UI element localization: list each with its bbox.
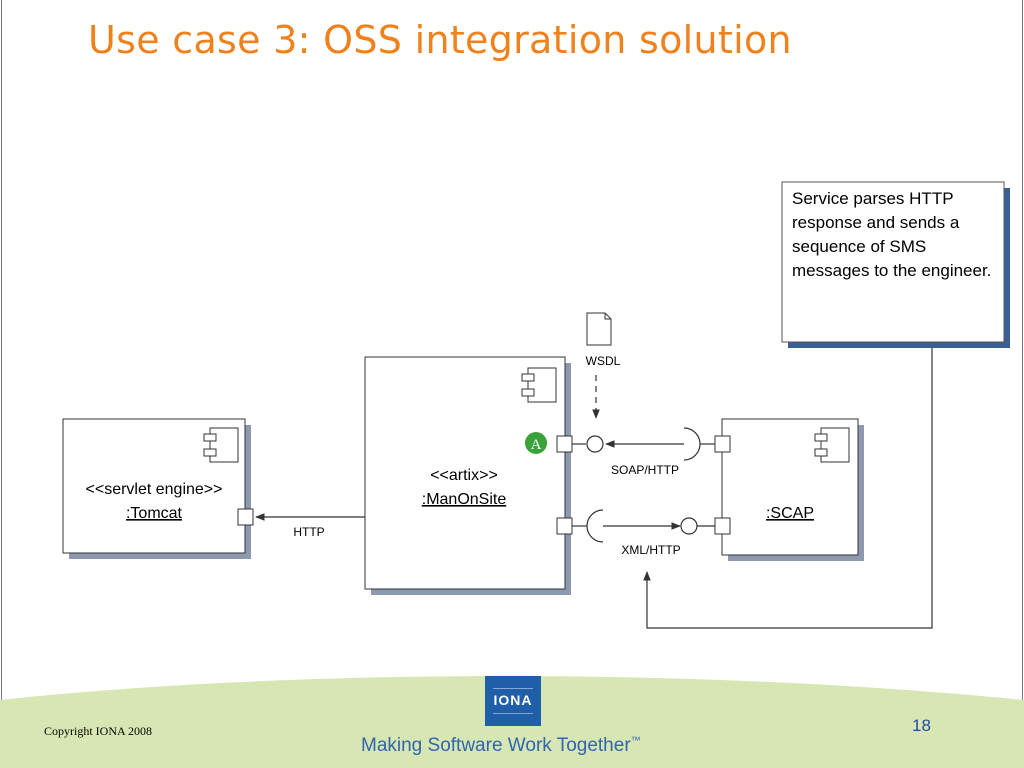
- xml-required-socket: [586, 509, 604, 543]
- iona-logo-text: IONA: [493, 692, 533, 708]
- artix-stereotype: <<artix>>: [430, 467, 498, 484]
- trademark-symbol: ™: [630, 735, 641, 747]
- artix-xml-port: [556, 517, 573, 535]
- artix-name: :ManOnSite: [422, 491, 507, 508]
- tomcat-stereotype: <<servlet engine>>: [86, 481, 223, 498]
- soap-required-socket: [683, 427, 701, 461]
- xml-provided-interface: [680, 517, 698, 535]
- copyright-text: Copyright IONA 2008: [44, 724, 152, 738]
- scap-xml-port: [714, 517, 731, 535]
- slide-title: Use case 3: OSS integration solution: [88, 18, 792, 62]
- iona-logo: IONA: [485, 676, 541, 726]
- note-connector: [643, 342, 933, 629]
- wsdl-document-icon: [586, 312, 612, 346]
- component-icon: [203, 427, 239, 463]
- wsdl-label: WSDL: [586, 354, 621, 368]
- component-icon: [814, 427, 850, 463]
- marker-a-label: A: [531, 437, 542, 453]
- marker-a: A: [525, 432, 547, 454]
- tagline: Making Software Work Together™: [361, 735, 641, 757]
- artix-soap-port: [556, 435, 573, 453]
- xml-http-label: XML/HTTP: [621, 543, 680, 557]
- page-number: 18: [912, 716, 931, 735]
- scap-soap-port: [714, 435, 731, 453]
- note-box: [781, 181, 1010, 348]
- scap-component: :SCAP: [714, 418, 864, 561]
- tomcat-port: [237, 508, 254, 526]
- artix-component: <<artix>> :ManOnSite: [364, 356, 573, 595]
- logo-line: [493, 713, 533, 714]
- tomcat-component: <<servlet engine>> :Tomcat: [62, 418, 254, 559]
- soap-provided-interface: [586, 435, 604, 453]
- component-icon: [521, 367, 557, 403]
- soap-http-label: SOAP/HTTP: [611, 463, 679, 477]
- note-text: Service parses HTTP response and sends a…: [792, 189, 992, 280]
- http-label: HTTP: [293, 525, 324, 539]
- logo-line: [493, 688, 533, 689]
- scap-name: :SCAP: [766, 505, 814, 522]
- tomcat-name: :Tomcat: [126, 505, 183, 522]
- tagline-text: Making Software Work Together: [361, 735, 631, 756]
